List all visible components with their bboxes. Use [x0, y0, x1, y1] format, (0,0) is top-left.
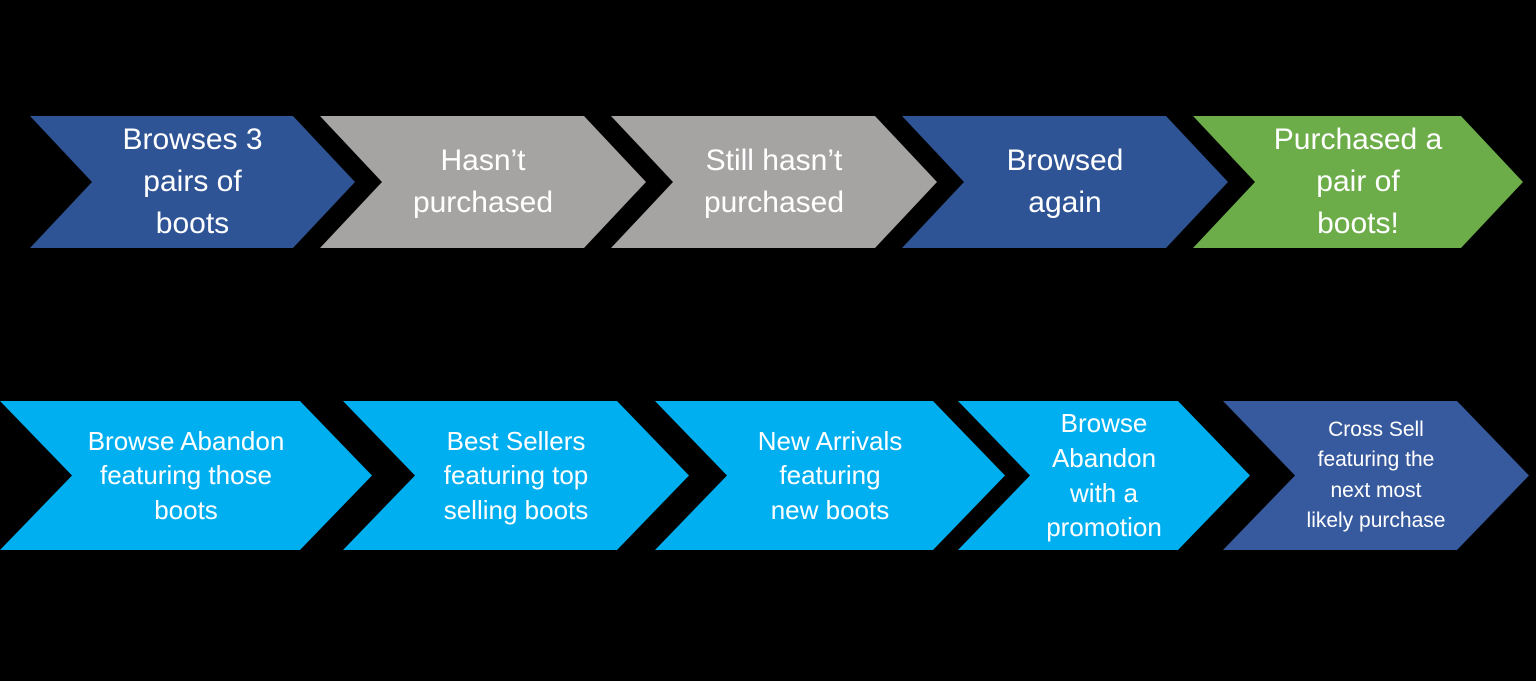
step-label: Best Sellers featuring top selling boots — [443, 425, 589, 525]
step-still-hasnt-purchased: Still hasn’t purchased — [611, 116, 937, 248]
step-label: Hasn’t purchased — [412, 144, 554, 219]
step-cross-sell: Cross Sell featuring the next most likel… — [1223, 401, 1529, 550]
step-label: New Arrivals featuring new boots — [757, 425, 903, 525]
step-browses-3-pairs: Browses 3 pairs of boots — [30, 116, 355, 248]
step-new-arrivals: New Arrivals featuring new boots — [655, 401, 1005, 550]
step-label: Browse Abandon featuring those boots — [87, 425, 285, 525]
step-label: Cross Sell featuring the next most likel… — [1306, 417, 1446, 532]
step-label: Browses 3 pairs of boots — [122, 123, 263, 240]
step-hasnt-purchased: Hasn’t purchased — [320, 116, 646, 248]
step-label: Browse Abandon with a promotion — [1046, 408, 1162, 543]
step-browsed-again: Browsed again — [902, 116, 1228, 248]
step-purchased-boots: Purchased a pair of boots! — [1193, 116, 1523, 248]
step-browse-abandon: Browse Abandon featuring those boots — [0, 401, 372, 550]
step-label: Purchased a pair of boots! — [1273, 123, 1443, 240]
step-best-sellers: Best Sellers featuring top selling boots — [343, 401, 689, 550]
step-label: Browsed again — [1006, 144, 1124, 219]
step-label: Still hasn’t purchased — [703, 144, 845, 219]
